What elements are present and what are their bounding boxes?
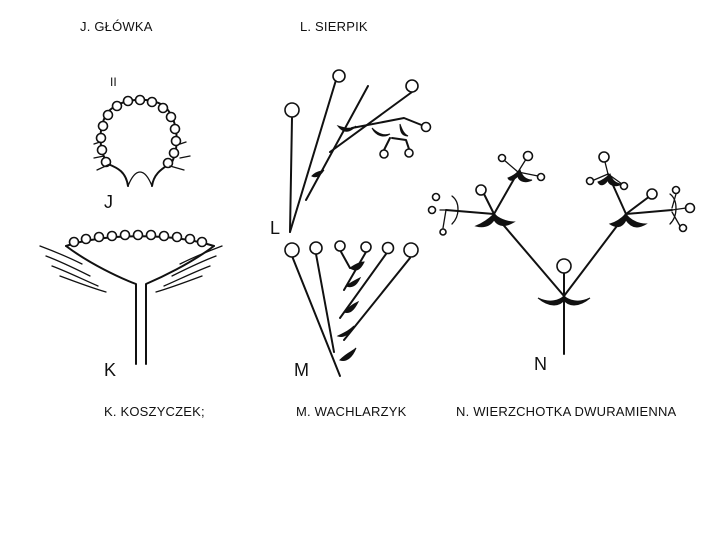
koszyczek-figure: K — [39, 229, 223, 380]
caption-sierpik: L. SIERPIK — [300, 19, 368, 34]
glowka-figure: II J — [93, 75, 191, 212]
caption-koszyczek: K. KOSZYCZEK; — [104, 404, 205, 419]
wierzchotka-figure: N — [427, 150, 696, 374]
figure-letter-l: L — [270, 218, 280, 238]
figure-letter-m: M — [294, 360, 309, 380]
glowka-roman-mark: II — [110, 75, 117, 89]
wachlarzyk-figure: M — [284, 240, 419, 380]
glowka-florets — [95, 94, 182, 169]
caption-glowka: J. GŁÓWKA — [80, 19, 153, 34]
figure-letter-n: N — [534, 354, 547, 374]
caption-wachlarzyk: M. WACHLARZYK — [296, 404, 407, 419]
caption-wierzchotka: N. WIERZCHOTKA DWURAMIENNA — [456, 404, 677, 419]
koszyczek-florets — [68, 229, 208, 248]
figure-letter-j: J — [104, 192, 113, 212]
figure-letter-k: K — [104, 360, 116, 380]
sierpik-figure: L — [270, 69, 432, 238]
